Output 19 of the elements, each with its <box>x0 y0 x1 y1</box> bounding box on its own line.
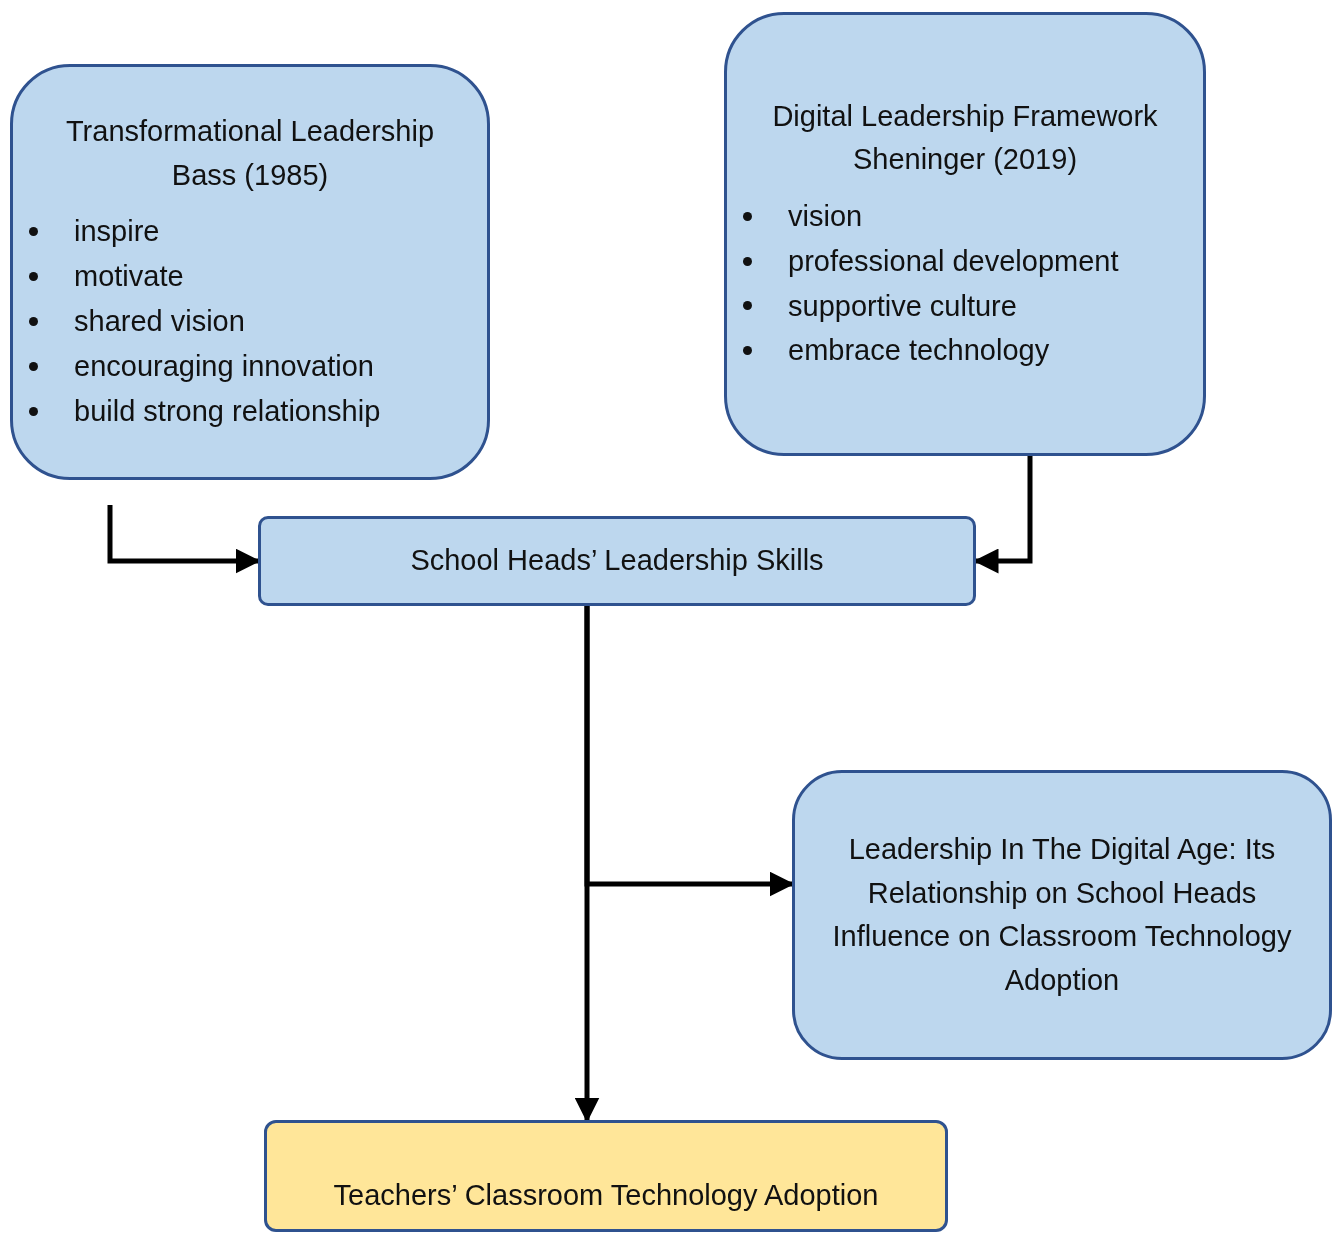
list-item: professional development <box>788 243 1119 279</box>
list-item: build strong relationship <box>74 393 381 429</box>
topic-box <box>792 770 1332 1060</box>
list-item: inspire <box>74 214 160 250</box>
framework-box <box>724 12 1206 456</box>
heading: School Heads’ Leadership Skills <box>410 543 824 579</box>
theory-box <box>10 64 490 480</box>
list-item: encouraging innovation <box>74 348 374 384</box>
heading: Teachers’ Classroom Technology Adoption <box>333 1178 879 1214</box>
list-item: shared vision <box>74 304 245 340</box>
outcome-box <box>264 1120 948 1232</box>
list-item: vision <box>788 198 863 234</box>
heading: Transformational Leadership Bass (1985) <box>64 114 436 193</box>
heading: Leadership In The Digital Age: Its Relationship on School Heads Influence on Classroom Technology Adoption <box>831 832 1293 998</box>
list-item: embrace technology <box>788 333 1050 369</box>
list-item: motivate <box>74 259 184 295</box>
list-item: supportive culture <box>788 288 1017 324</box>
process-box <box>258 516 976 606</box>
heading: Digital Leadership Framework Sheninger (2019) <box>771 98 1159 178</box>
